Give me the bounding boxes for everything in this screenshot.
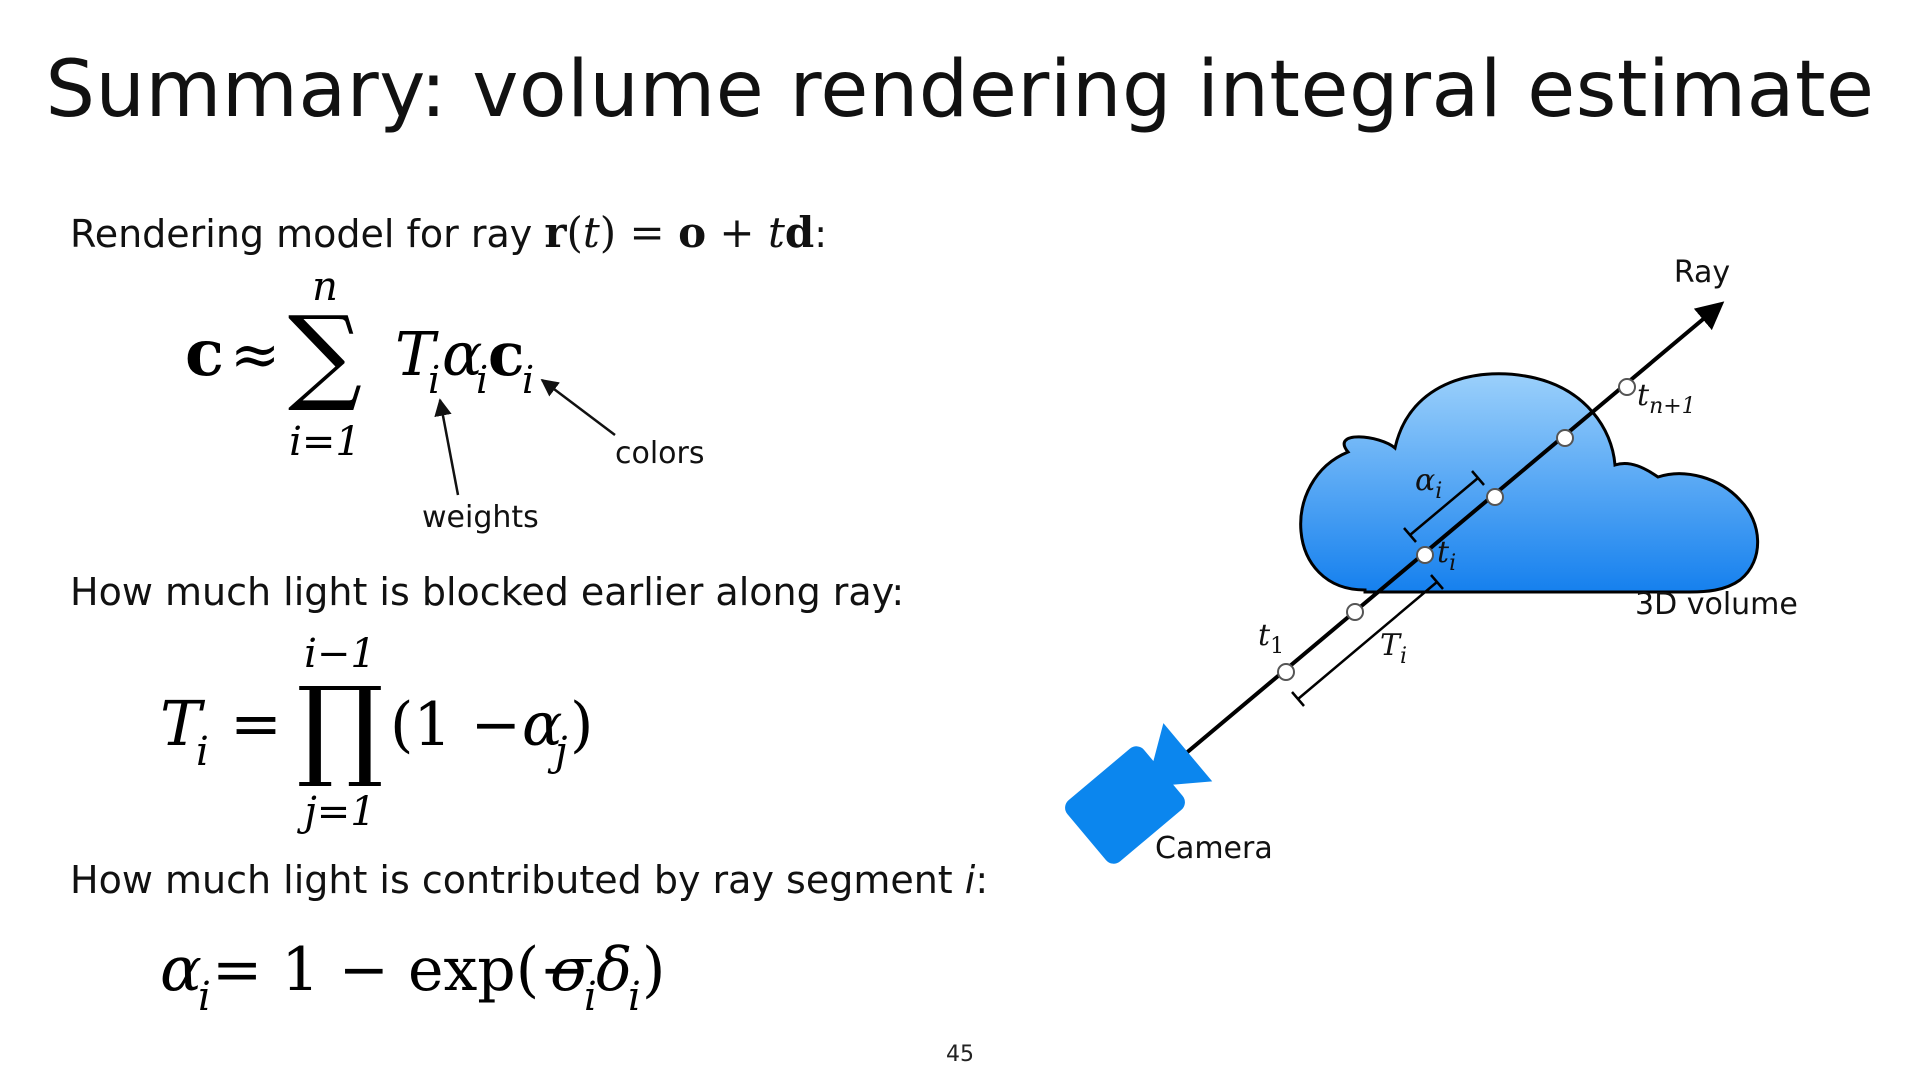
camera-label: Camera	[1155, 831, 1273, 866]
sample-point-cloud-entry	[1346, 603, 1364, 621]
tn1-label: tn+1	[1637, 378, 1696, 419]
ray-t2: t	[767, 208, 785, 257]
contributed-light-label: How much light is contributed by ray seg…	[70, 858, 988, 902]
prod-alpha: α	[522, 690, 563, 760]
sum-equation: c ≈ n ∑ i=1 T i α i c i	[185, 265, 534, 465]
blocked-light-label: How much light is blocked earlier along …	[70, 570, 905, 614]
rendering-model-label: Rendering model for ray r(t) = o + td:	[70, 208, 827, 257]
ray-t: t	[582, 208, 600, 257]
camera-icon	[1065, 723, 1213, 864]
slide-title: Summary: volume rendering integral estim…	[45, 45, 1875, 135]
ti-label: ti	[1437, 535, 1456, 576]
prod-T: T	[160, 687, 206, 760]
page-number: 45	[946, 1042, 974, 1067]
prod-eq: =	[230, 687, 282, 760]
camera-lens	[1152, 723, 1213, 785]
volume-label: 3D volume	[1635, 587, 1798, 622]
sum-upper: n	[312, 265, 338, 310]
contrib-colon: :	[975, 858, 989, 902]
sum-c-sub: i	[522, 358, 534, 402]
ray-eq: =	[616, 208, 679, 257]
colors-label: colors	[615, 436, 705, 471]
sample-point-mid	[1486, 488, 1504, 506]
sample-point-ti	[1416, 546, 1434, 564]
sum-alpha-sub: i	[476, 358, 488, 402]
ray-o: o	[678, 208, 707, 257]
ray-equation: r(t) = o + td	[544, 208, 814, 257]
ray-rparen: )	[599, 208, 617, 257]
sample-point-cloud-exit	[1556, 429, 1574, 447]
ray-r: r	[544, 208, 567, 257]
sum-approx: ≈	[230, 320, 280, 390]
alpha-i-label: αi	[1415, 463, 1442, 504]
alpha-close: )	[642, 935, 665, 1005]
ray-colon: :	[814, 212, 828, 256]
prod-upper: i−1	[304, 631, 376, 677]
sum-lhs-c: c	[185, 316, 224, 391]
contrib-var: i	[964, 858, 976, 902]
alpha-sigma: σ	[550, 935, 593, 1005]
sum-T: T	[395, 320, 439, 390]
sum-c: c	[488, 320, 525, 390]
alpha-dimension	[1403, 470, 1485, 543]
ray-plus: +	[706, 208, 768, 257]
rendering-model-text: Rendering model for ray	[70, 212, 545, 256]
prod-lower: j=1	[296, 789, 375, 835]
sum-lower: i=1	[289, 419, 361, 465]
alpha-delta-sub: i	[628, 974, 641, 1020]
product-equation: T i = i−1 ∏ j=1 (1 − α j )	[160, 631, 593, 835]
ray-lparen: (	[566, 208, 583, 257]
ray-label: Ray	[1674, 255, 1730, 290]
colors-arrow	[540, 378, 616, 436]
weights-arrow	[434, 398, 460, 496]
t1-label: t1	[1258, 618, 1284, 659]
alpha-equation: α i = 1 − exp(− σ i δ i )	[160, 932, 665, 1020]
prod-open: (1 −	[390, 690, 521, 760]
alpha-lhs: α	[160, 932, 202, 1005]
camera-body	[1065, 746, 1185, 864]
contrib-text: How much light is contributed by ray seg…	[70, 858, 965, 902]
weights-label: weights	[422, 500, 539, 535]
Ti-label: Ti	[1380, 628, 1407, 669]
sigma-symbol: ∑	[288, 293, 362, 415]
alpha-rest: = 1 − exp(−	[212, 935, 589, 1005]
prod-close: )	[570, 690, 593, 760]
alpha-lhs-sub: i	[198, 974, 211, 1020]
prod-T-sub: i	[196, 729, 209, 775]
volume-cloud	[1299, 372, 1760, 594]
ray-d: d	[784, 208, 815, 257]
pi-symbol: ∏	[296, 663, 384, 791]
alpha-sigma-sub: i	[584, 974, 597, 1020]
sample-point-tn1	[1618, 378, 1636, 396]
sum-alpha: α	[442, 320, 483, 390]
alpha-delta: δ	[596, 935, 632, 1005]
transmittance-dimension	[1291, 574, 1444, 707]
sample-point-t1	[1277, 663, 1295, 681]
sum-T-sub: i	[428, 358, 440, 402]
